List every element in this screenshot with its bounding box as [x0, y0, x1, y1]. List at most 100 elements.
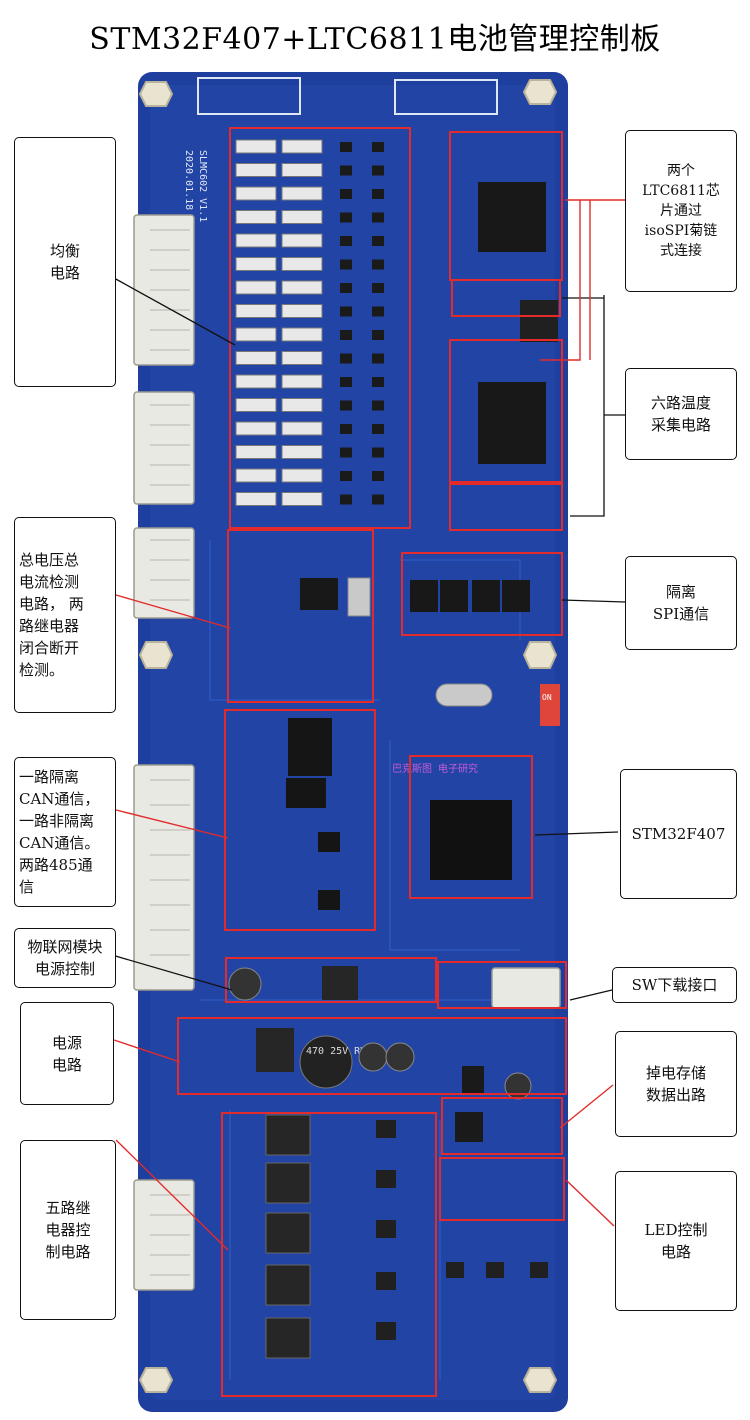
balance-mosfet	[340, 142, 352, 152]
balance-resistor	[281, 445, 323, 459]
ltc6811-ic-2	[478, 382, 546, 464]
balance-resistor	[235, 210, 277, 224]
balance-mosfet	[372, 400, 384, 411]
watermark: 巴克斯图 电子研究	[392, 762, 478, 775]
balance-resistor	[281, 351, 323, 365]
relay-mosfets	[265, 1114, 311, 1359]
balance-mosfet	[372, 494, 384, 505]
label-stm32: STM32F407	[620, 769, 737, 899]
balance-resistor	[235, 327, 277, 342]
label-sw: SW下载接口	[612, 967, 737, 1003]
label-ltc6811: 两个 LTC6811芯 片通过 isoSPI菊链 式连接	[625, 130, 737, 292]
box-sw	[437, 961, 567, 1009]
box-spi	[401, 552, 563, 636]
balance-resistor	[235, 139, 277, 154]
balance-resistor	[235, 257, 277, 271]
balance-resistor	[235, 492, 277, 506]
label-temp: 六路温度 采集电路	[625, 368, 737, 460]
balance-resistor	[281, 139, 323, 154]
highlight-boxes	[177, 127, 567, 1397]
balance-resistor	[281, 257, 323, 271]
side-connectors	[133, 214, 561, 1291]
balance-mosfet	[340, 212, 352, 223]
ltc6811-ic-1	[478, 182, 546, 252]
balance-resistor	[281, 398, 323, 412]
balance-resistor	[281, 374, 323, 389]
balance-mosfet	[340, 447, 352, 458]
balance-mosfet	[340, 259, 352, 270]
balance-resistor	[281, 421, 323, 436]
label-led: LED控制 电路	[615, 1171, 737, 1311]
leader-lines-red	[113, 199, 625, 1251]
page-title: STM32F407+LTC6811电池管理控制板	[89, 22, 661, 57]
silk-date: 2020.01.18	[183, 150, 194, 210]
balance-mosfet	[340, 283, 352, 293]
balance-mosfet	[340, 424, 352, 434]
balance-mosfet	[372, 424, 384, 434]
stm32-chip	[430, 800, 512, 880]
balance-mosfet	[372, 283, 384, 293]
balance-mosfet	[340, 471, 352, 481]
balance-mosfet	[340, 165, 352, 176]
balance-mosfet	[340, 330, 352, 340]
balance-mosfet	[340, 400, 352, 411]
balance-resistor	[281, 492, 323, 506]
balance-mosfet	[372, 377, 384, 387]
balance-resistor	[235, 163, 277, 177]
leader-lines-black	[111, 277, 626, 1001]
balance-mosfet	[340, 189, 352, 199]
balance-mosfet	[372, 471, 384, 481]
balance-mosfet	[372, 447, 384, 458]
balance-resistor	[281, 163, 323, 177]
balance-resistor	[281, 468, 323, 483]
balance-resistor	[281, 186, 323, 201]
label-iot: 物联网模块 电源控制	[14, 928, 116, 988]
mounting-holes	[138, 79, 558, 1393]
balance-resistor	[235, 304, 277, 318]
silk-model: SLMC602 V1.1	[197, 150, 208, 222]
box-voltage	[227, 529, 374, 703]
balance-resistor	[235, 280, 277, 295]
balance-mosfet	[372, 330, 384, 340]
balance-resistor	[235, 468, 277, 483]
balance-resistor	[235, 233, 277, 248]
spi-isolators	[410, 580, 530, 612]
label-storage: 掉电存储 数据出路	[615, 1031, 737, 1137]
balance-mosfet	[340, 353, 352, 364]
balance-mosfet	[340, 494, 352, 505]
balance-resistor	[281, 280, 323, 295]
balance-mosfet	[372, 259, 384, 270]
box-balance	[229, 127, 411, 529]
balance-mosfet	[372, 189, 384, 199]
balance-mosfet	[372, 165, 384, 176]
balance-mosfet	[340, 236, 352, 246]
box-can	[224, 709, 376, 931]
balance-mosfet	[372, 306, 384, 317]
balance-mosfet	[372, 236, 384, 246]
box-iot	[225, 957, 437, 1003]
box-led	[439, 1157, 565, 1221]
balance-resistor	[235, 398, 277, 412]
balance-mosfet	[340, 306, 352, 317]
label-balance: 均衡 电路	[14, 137, 116, 387]
balance-mosfet	[372, 353, 384, 364]
balance-resistor	[281, 304, 323, 318]
label-can: 一路隔离 CAN通信， 一路非隔离 CAN通信。 两路485通 信	[14, 757, 116, 907]
label-voltage: 总电压总 电流检测 电路， 两 路继电器 闭合断开 检测。	[14, 517, 116, 713]
box-stm32	[409, 755, 533, 899]
power-capacitor	[299, 1035, 353, 1089]
balance-resistor	[281, 327, 323, 342]
balance-resistor	[235, 186, 277, 201]
balance-resistor	[281, 233, 323, 248]
label-relay: 五路继 电器控 制电路	[20, 1140, 116, 1320]
inductor-label: 470 25V RVT	[306, 1046, 372, 1057]
label-spi: 隔离 SPI通信	[625, 556, 737, 650]
box-power	[177, 1017, 567, 1095]
balance-resistor	[281, 210, 323, 224]
box-relay	[221, 1112, 437, 1397]
balance-resistor	[235, 421, 277, 436]
balance-resistor	[235, 351, 277, 365]
balance-mosfet	[372, 212, 384, 223]
label-power: 电源 电路	[20, 1002, 114, 1105]
